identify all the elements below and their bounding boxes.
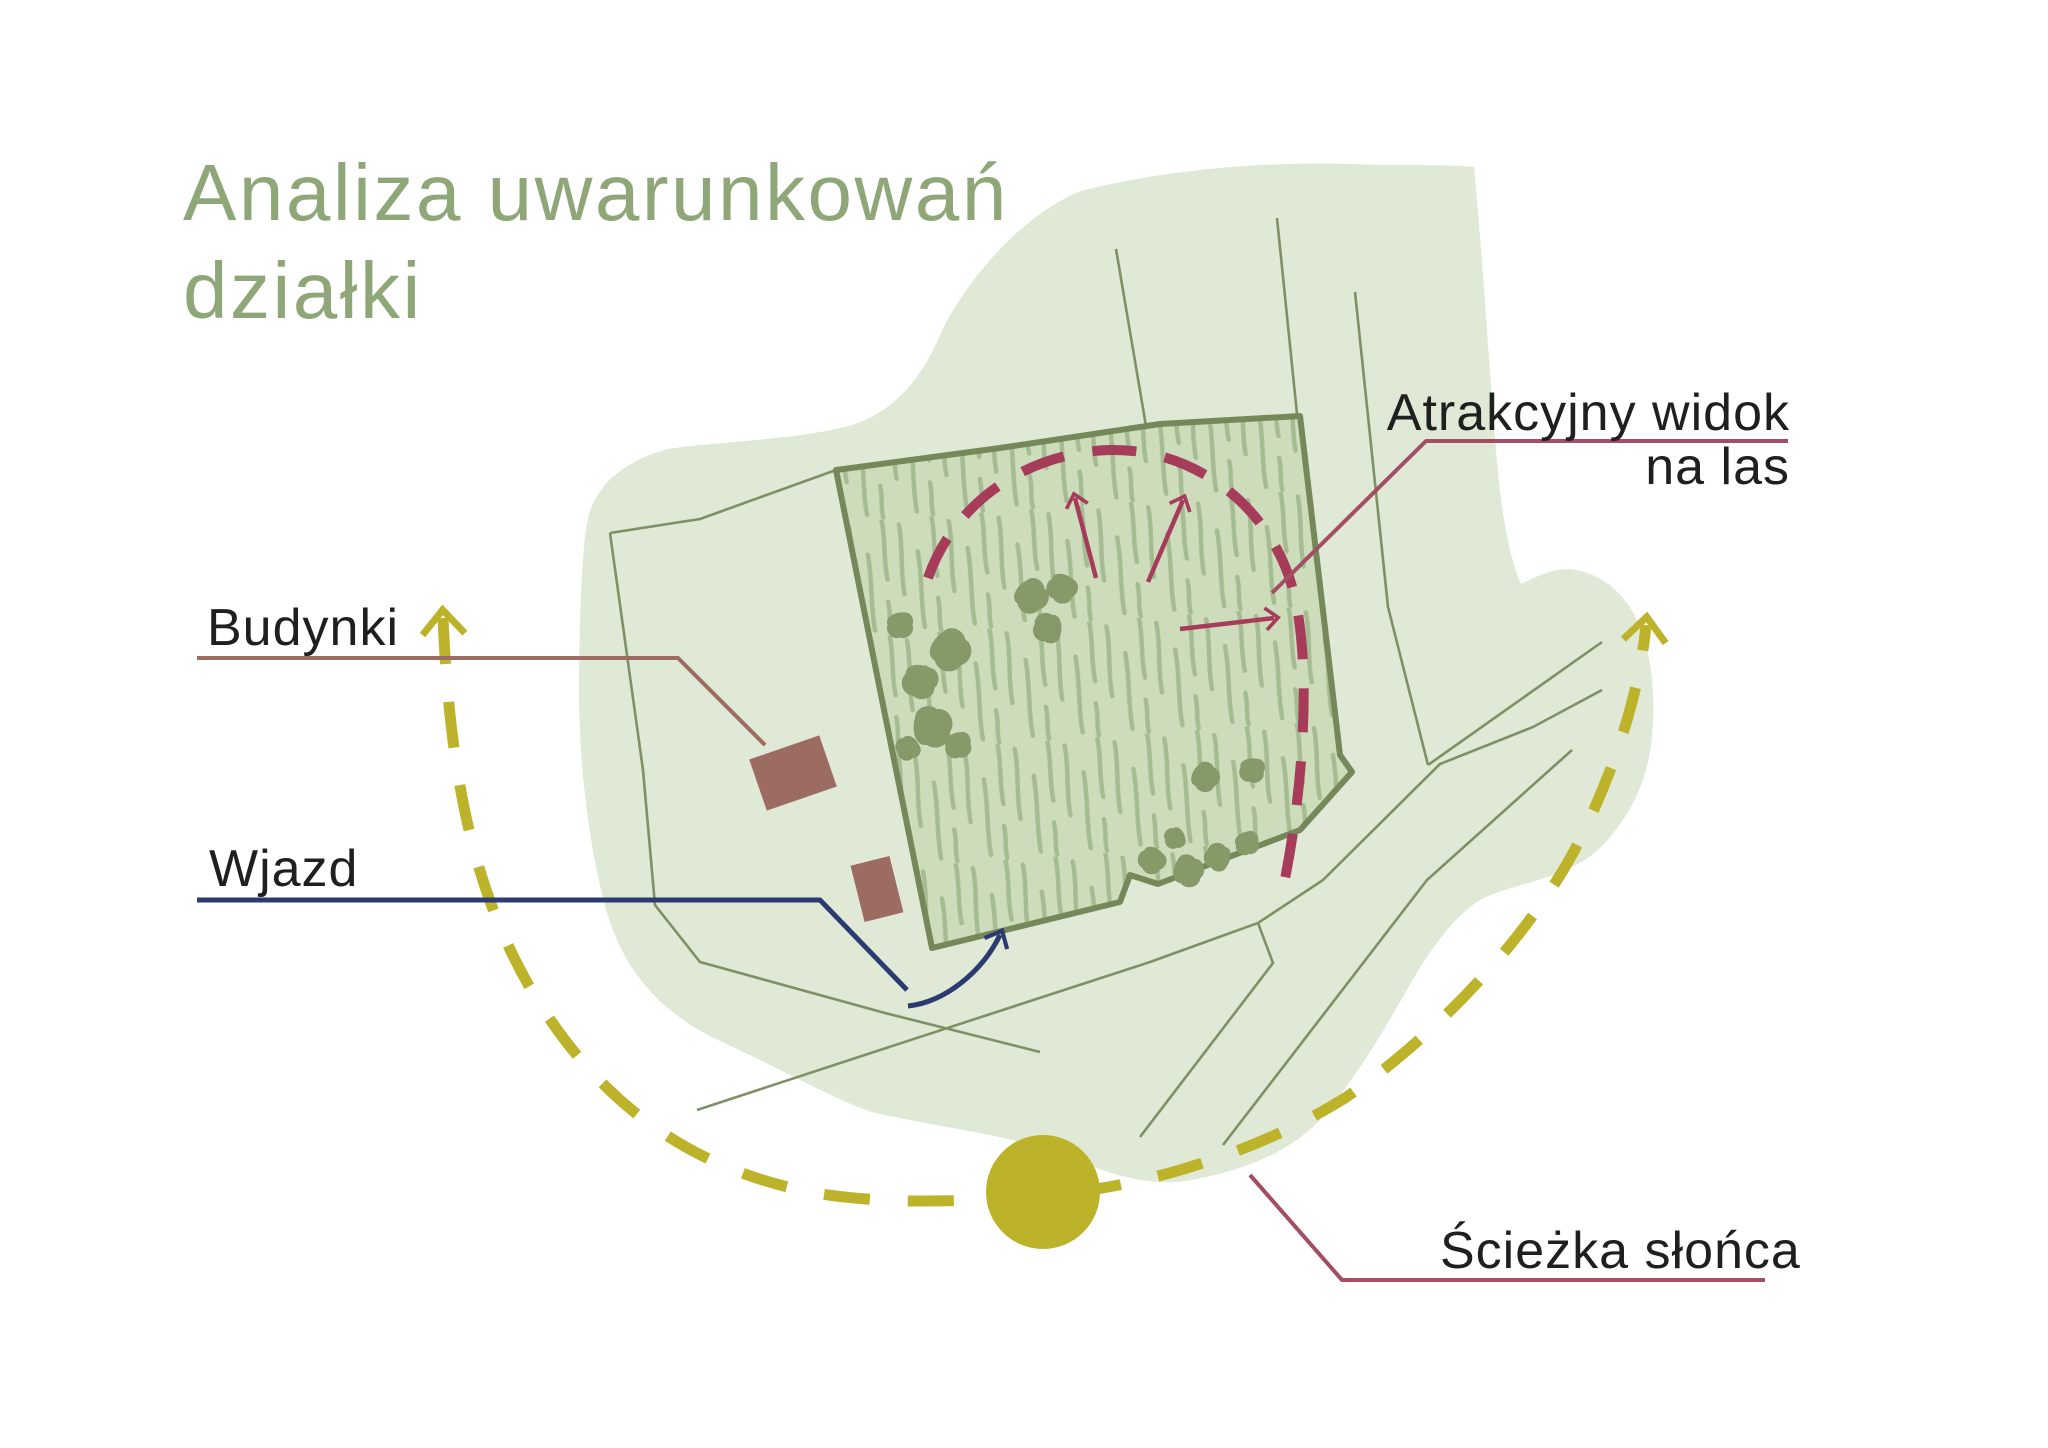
page-title-line1: Analiza uwarunkowań [183, 148, 1009, 237]
label-entrance: Wjazd [209, 840, 358, 898]
label-view-line2: na las [1645, 438, 1790, 496]
label-sun-path: Ścieżka słońca [1440, 1221, 1801, 1280]
road-line [696, 688, 1603, 1112]
view-arc-dashed [923, 444, 1309, 885]
plot-hatching [836, 416, 1352, 948]
entrance-arrow [907, 927, 1010, 1009]
neighbor-parcel-boundary [608, 532, 1041, 1054]
road-line [1138, 922, 1275, 1138]
neighbor-parcel-boundary [609, 468, 837, 535]
road-line [1114, 248, 1148, 427]
building [850, 856, 904, 922]
sun-path-arc [419, 604, 1669, 1207]
road-lines [608, 217, 1603, 1146]
sun-icon [986, 1135, 1100, 1249]
label-view-line1: Atrakcyjny widok [1387, 384, 1790, 442]
page-title-line2: działki [183, 246, 423, 335]
buildings [749, 735, 904, 922]
sun-path-callout-line [1248, 1173, 1765, 1282]
view-callout-line [1270, 439, 1788, 595]
entrance-markings [197, 897, 1010, 1009]
entrance-callout-line [197, 897, 909, 992]
plot-boundary [833, 413, 1355, 951]
building [749, 735, 837, 811]
view-arrow [1145, 493, 1192, 583]
buildings-callout-line [197, 656, 767, 747]
road-line [1427, 640, 1603, 767]
view-arrow [1064, 491, 1099, 579]
plot-parcel [833, 413, 1355, 951]
label-buildings: Budynki [207, 599, 399, 657]
road-line [1275, 217, 1299, 415]
label-callouts [1248, 439, 1788, 1282]
road-line [1221, 749, 1573, 1146]
